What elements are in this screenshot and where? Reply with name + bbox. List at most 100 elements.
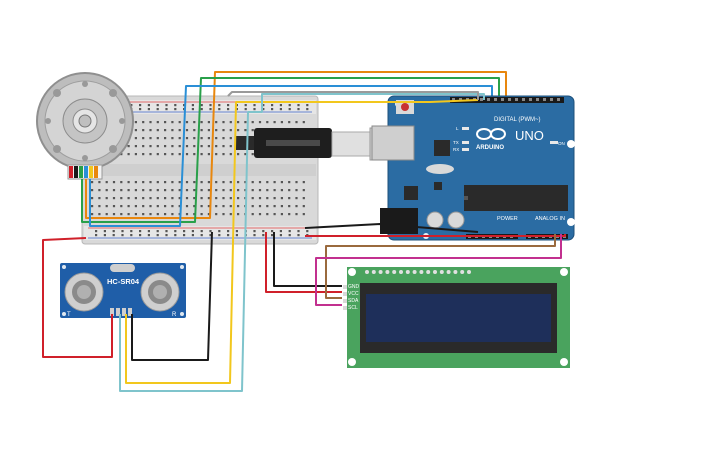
breadboard-hole[interactable]: [171, 137, 174, 140]
breadboard-hole[interactable]: [134, 213, 137, 216]
breadboard-hole[interactable]: [149, 121, 152, 124]
breadboard-hole[interactable]: [273, 205, 276, 208]
breadboard-rail-hole[interactable]: [165, 234, 168, 237]
breadboard-hole[interactable]: [142, 205, 145, 208]
breadboard-hole[interactable]: [258, 213, 262, 216]
breadboard-hole[interactable]: [142, 129, 145, 132]
breadboard-hole[interactable]: [258, 181, 262, 184]
breadboard-hole[interactable]: [302, 189, 305, 192]
breadboard-hole[interactable]: [120, 213, 123, 216]
breadboard-hole[interactable]: [149, 181, 152, 184]
breadboard-rail-hole[interactable]: [200, 104, 203, 107]
breadboard-rail-hole[interactable]: [174, 234, 177, 237]
breadboard-rail-hole[interactable]: [121, 230, 124, 233]
breadboard-hole[interactable]: [266, 121, 269, 124]
breadboard-rail-hole[interactable]: [262, 234, 265, 237]
breadboard-hole[interactable]: [207, 129, 210, 132]
digital-pin[interactable]: [452, 98, 455, 101]
breadboard-hole[interactable]: [120, 189, 123, 192]
breadboard-hole[interactable]: [302, 213, 305, 216]
breadboard-hole[interactable]: [193, 205, 196, 208]
breadboard-hole[interactable]: [156, 205, 159, 208]
breadboard-hole[interactable]: [207, 197, 210, 200]
breadboard-hole[interactable]: [134, 129, 137, 132]
breadboard-hole[interactable]: [142, 189, 145, 192]
breadboard-hole[interactable]: [288, 181, 291, 184]
breadboard-hole[interactable]: [127, 181, 130, 184]
breadboard-hole[interactable]: [149, 129, 152, 132]
breadboard-hole[interactable]: [229, 137, 232, 140]
breadboard-rail-hole[interactable]: [235, 230, 238, 233]
breadboard-hole[interactable]: [120, 153, 123, 156]
breadboard-hole[interactable]: [244, 121, 247, 124]
breadboard-rail-hole[interactable]: [306, 104, 309, 107]
breadboard-hole[interactable]: [149, 197, 152, 200]
breadboard-hole[interactable]: [193, 129, 196, 132]
breadboard-hole[interactable]: [251, 121, 254, 124]
breadboard-hole[interactable]: [127, 205, 130, 208]
digital-pin[interactable]: [522, 98, 525, 101]
breadboard-hole[interactable]: [120, 181, 123, 184]
breadboard-hole[interactable]: [295, 189, 298, 192]
breadboard-hole[interactable]: [266, 213, 269, 216]
arduino-uno-board[interactable]: DIGITAL (PWM~) ARDUINO UNO L TX RX ON PO…: [371, 95, 575, 241]
breadboard-rail-hole[interactable]: [174, 108, 177, 111]
breadboard-hole[interactable]: [178, 205, 181, 208]
breadboard-hole[interactable]: [200, 213, 203, 216]
breadboard-hole[interactable]: [288, 197, 291, 200]
breadboard-hole[interactable]: [171, 205, 174, 208]
breadboard-hole[interactable]: [295, 181, 298, 184]
breadboard-hole[interactable]: [229, 205, 232, 208]
breadboard-hole[interactable]: [215, 129, 218, 132]
breadboard-rail-hole[interactable]: [279, 108, 282, 111]
breadboard-hole[interactable]: [237, 189, 240, 192]
breadboard-hole[interactable]: [171, 197, 174, 200]
breadboard-hole[interactable]: [251, 213, 254, 216]
breadboard-hole[interactable]: [164, 129, 167, 132]
breadboard-rail-hole[interactable]: [165, 230, 168, 233]
breadboard-hole[interactable]: [142, 197, 145, 200]
breadboard-rail-hole[interactable]: [253, 104, 256, 107]
breadboard-hole[interactable]: [185, 153, 189, 156]
breadboard-hole[interactable]: [273, 213, 276, 216]
breadboard-hole[interactable]: [302, 197, 305, 200]
breadboard-rail-hole[interactable]: [139, 108, 142, 111]
breadboard-rail-hole[interactable]: [235, 234, 238, 237]
breadboard-hole[interactable]: [105, 181, 108, 184]
breadboard-hole[interactable]: [251, 129, 254, 132]
breadboard-hole[interactable]: [185, 205, 189, 208]
breadboard-hole[interactable]: [237, 181, 240, 184]
breadboard-rail-hole[interactable]: [174, 104, 177, 107]
breadboard-hole[interactable]: [127, 153, 130, 156]
breadboard-hole[interactable]: [244, 153, 247, 156]
breadboard-hole[interactable]: [98, 189, 101, 192]
breadboard-hole[interactable]: [142, 213, 145, 216]
digital-pin[interactable]: [494, 98, 497, 101]
breadboard-hole[interactable]: [266, 181, 269, 184]
breadboard-hole[interactable]: [127, 197, 130, 200]
breadboard-rail-hole[interactable]: [227, 104, 230, 107]
breadboard-rail-hole[interactable]: [200, 230, 203, 233]
breadboard-hole[interactable]: [273, 181, 276, 184]
breadboard-hole[interactable]: [280, 213, 283, 216]
breadboard-hole[interactable]: [193, 197, 196, 200]
breadboard-hole[interactable]: [156, 213, 159, 216]
breadboard-hole[interactable]: [251, 197, 254, 200]
breadboard-rail-hole[interactable]: [306, 108, 309, 111]
breadboard-rail-hole[interactable]: [227, 108, 230, 111]
breadboard-hole[interactable]: [295, 213, 298, 216]
breadboard-hole[interactable]: [229, 197, 232, 200]
breadboard-hole[interactable]: [237, 121, 240, 124]
breadboard-hole[interactable]: [222, 129, 225, 132]
breadboard-rail-hole[interactable]: [306, 230, 309, 233]
breadboard-hole[interactable]: [295, 121, 298, 124]
breadboard-rail-hole[interactable]: [271, 104, 274, 107]
digital-pin[interactable]: [557, 98, 560, 101]
breadboard-hole[interactable]: [91, 205, 94, 208]
breadboard-rail-hole[interactable]: [209, 108, 212, 111]
breadboard-hole[interactable]: [164, 197, 167, 200]
digital-pin[interactable]: [501, 98, 504, 101]
breadboard-hole[interactable]: [164, 137, 167, 140]
breadboard-rail-hole[interactable]: [112, 234, 115, 237]
breadboard-rail-hole[interactable]: [139, 234, 142, 237]
